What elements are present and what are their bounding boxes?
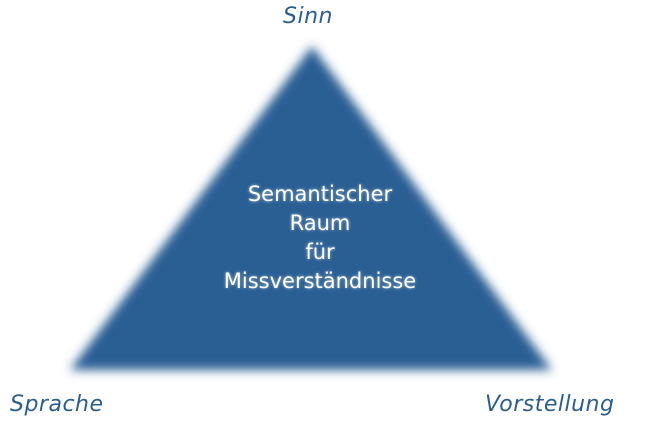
vertex-label-top: Sinn (283, 4, 333, 29)
center-text-line-1: Semantischer (247, 182, 393, 206)
center-text-line-3: für (305, 240, 335, 264)
triangle-center-text: Semantischer Raum für Missverständnisse (190, 180, 450, 296)
center-text-line-4: Missverständnisse (223, 269, 417, 293)
vertex-label-bottom-right: Vorstellung (485, 392, 615, 417)
vertex-label-bottom-left: Sprache (10, 392, 104, 417)
center-text-line-2: Raum (289, 211, 351, 235)
